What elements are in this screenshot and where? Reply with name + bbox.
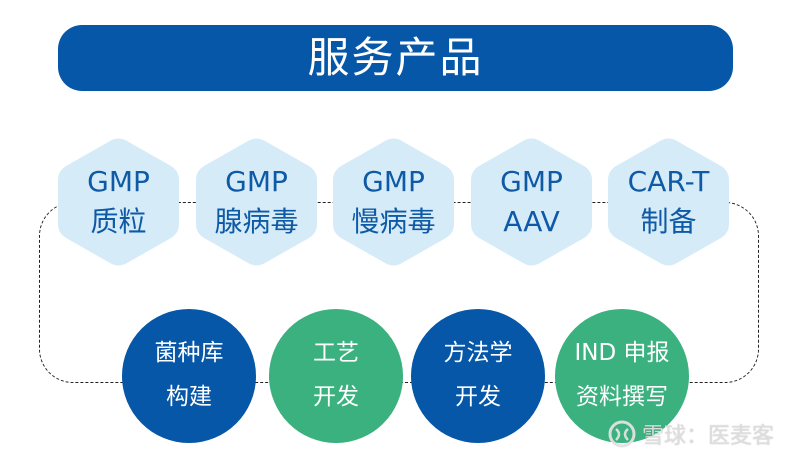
snowball-logo-icon [608, 420, 636, 448]
circle-ind-filing: IND 申报 资料撰写 [555, 309, 689, 443]
hexagon-car-t: CAR-T 制备 [608, 136, 729, 268]
circle-label-line1: IND 申报 [574, 340, 670, 367]
circle-method-development: 方法学 开发 [411, 309, 545, 443]
page-title: 服务产品 [307, 33, 484, 82]
hexagon-label-line2: 慢病毒 [351, 205, 436, 238]
circle-label-line1: 方法学 [443, 340, 513, 367]
hexagon-label-line1: CAR-T [627, 165, 710, 199]
circle-label-line1: 菌种库 [154, 340, 224, 367]
circle-strain-bank: 菌种库 构建 [122, 309, 256, 443]
hexagon-shape-icon [333, 138, 454, 266]
hexagon-label-line1: GMP [500, 165, 563, 199]
hexagon-gmp-adenovirus: GMP 腺病毒 [196, 136, 317, 268]
hexagon-shape-icon [471, 138, 592, 266]
hexagon-label-line1: GMP [225, 165, 288, 199]
circle-label-line1: 工艺 [313, 340, 359, 367]
hexagon-label-line1: GMP [362, 165, 425, 199]
hexagon-shape-icon [58, 138, 179, 266]
circle-label-line2: 开发 [313, 384, 359, 410]
hexagon-label-line2: 制备 [640, 205, 697, 238]
hexagon-gmp-plasmid: GMP 质粒 [58, 136, 179, 268]
hexagon-shape-icon [196, 138, 317, 266]
circle-label-line2: 开发 [455, 384, 501, 410]
watermark-text: 雪球：医麦客 [642, 424, 775, 449]
watermark: 雪球：医麦客 [608, 418, 774, 450]
hexagon-label-line2: 腺病毒 [214, 205, 299, 238]
circle-process-development: 工艺 开发 [269, 309, 403, 443]
header-banner: 服务产品 [58, 25, 733, 91]
hexagon-shape-icon [608, 138, 729, 266]
hexagon-gmp-aav: GMP AAV [471, 136, 592, 268]
hexagon-gmp-lentivirus: GMP 慢病毒 [333, 136, 454, 268]
hexagon-label-line1: GMP [87, 165, 150, 199]
hexagon-label-line2: 质粒 [90, 205, 147, 238]
circle-label-line2: 资料撰写 [576, 384, 668, 410]
hexagon-label-line2: AAV [503, 205, 560, 238]
circle-label-line2: 构建 [166, 384, 212, 410]
